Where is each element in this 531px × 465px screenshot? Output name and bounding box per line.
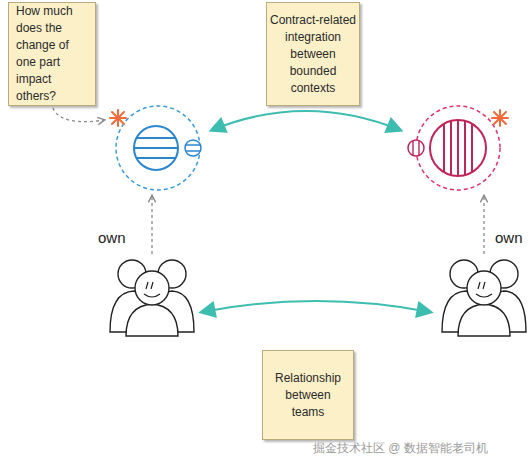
own-arrow (483, 196, 484, 254)
team-figure (442, 260, 526, 336)
sticky-note: Contract-related integration between bou… (266, 2, 360, 106)
note-text: Contract-related integration between bou… (269, 12, 357, 97)
ownership-label: own (495, 229, 523, 246)
sticky-note: Relationship between teams (262, 350, 354, 440)
note-text: Relationship between teams (271, 370, 345, 421)
relationship-arrow (202, 301, 430, 312)
watermark: 掘金技术社区 @ 数据智能老司机 (313, 440, 488, 457)
own-arrow (151, 196, 152, 254)
ownership-label: own (98, 229, 126, 246)
change-star (110, 110, 126, 126)
bounded-context-red (408, 106, 508, 190)
team-figure (110, 260, 194, 336)
change-star (492, 110, 508, 126)
note-text: How much does the change of one part imp… (16, 3, 91, 105)
integration-arrow (212, 111, 400, 130)
sticky-note: How much does the change of one part imp… (8, 2, 96, 106)
bounded-context-blue (110, 106, 202, 190)
